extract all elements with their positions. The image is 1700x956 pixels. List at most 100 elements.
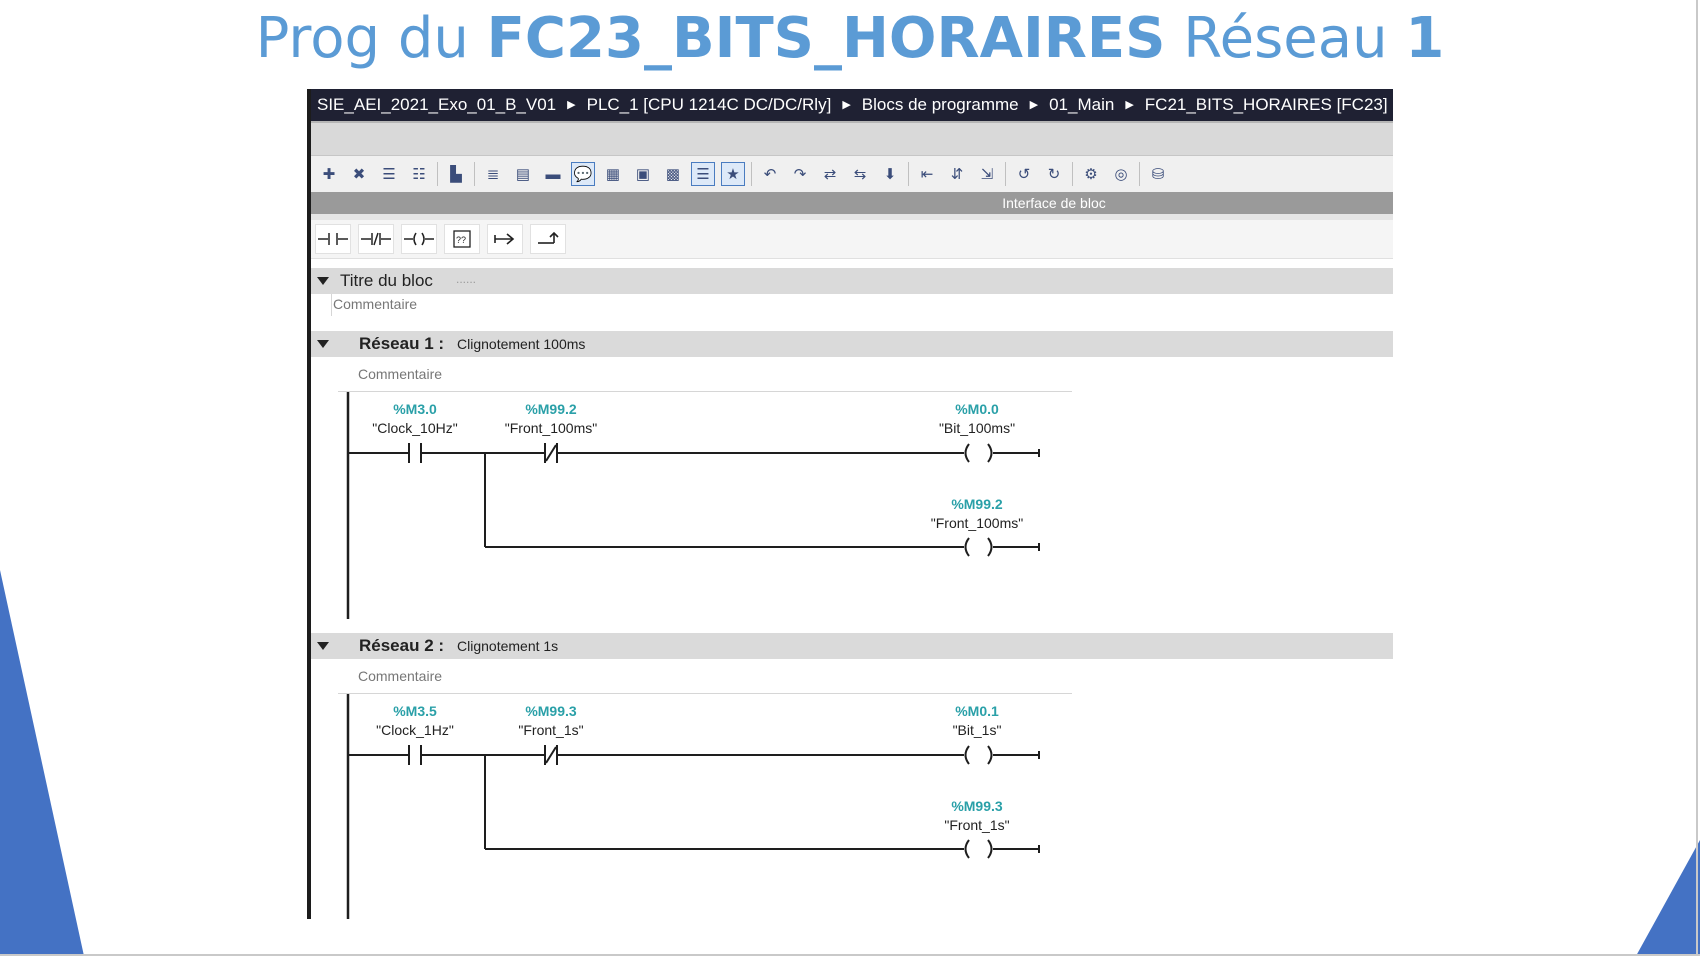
tia-portal-screenshot: SIE_AEI_2021_Exo_01_B_V01 ▶ PLC_1 [CPU 121… — [307, 89, 1393, 919]
next-error-icon[interactable]: ↷ — [793, 166, 807, 183]
download-icon[interactable]: ⬇ — [883, 166, 897, 183]
title-network-number: 1 — [1405, 6, 1445, 71]
contact-2-slash — [545, 746, 557, 764]
breadcrumb-block[interactable]: FC21_BITS_HORAIRES [FC23] — [1144, 95, 1388, 114]
network-1-header[interactable]: Réseau 1 : Clignotement 100ms — [311, 331, 1393, 357]
toolbar-divider — [437, 162, 438, 186]
breadcrumb-folder[interactable]: Blocs de programme — [861, 95, 1019, 114]
sort-icon[interactable]: ⇵ — [950, 166, 964, 183]
monitor-icon[interactable]: ⚙ — [1084, 166, 1098, 183]
favorites-icon[interactable]: ▤ — [515, 166, 531, 183]
open-networks-dropdown-icon[interactable]: ▩ — [665, 166, 681, 183]
networks-open-icon[interactable]: ▬ — [545, 165, 561, 183]
title-mid: Réseau — [1165, 6, 1406, 71]
undo-icon[interactable]: ↺ — [1017, 166, 1031, 183]
delete-network-icon[interactable]: ✖ — [352, 166, 366, 183]
coil-1-address: %M0.0 — [955, 401, 999, 417]
block-comment[interactable]: Commentaire — [333, 296, 418, 312]
coil-1-symbol: "Bit_1s" — [953, 722, 1002, 738]
network-2-label: Réseau 2 : — [359, 636, 445, 655]
breadcrumb-arrow-icon: ▶ — [1125, 99, 1134, 111]
toolbar-divider — [1072, 162, 1073, 186]
contact-1-address: %M3.0 — [393, 401, 437, 417]
toolbar-divider — [1139, 162, 1140, 186]
reset-start-value-icon[interactable]: ▙ — [450, 166, 462, 183]
monitor-glasses-icon[interactable]: ◎ — [1114, 166, 1128, 183]
compare-icon[interactable]: ⇄ — [823, 166, 837, 183]
ladder-elements-toolbar: ?? — [311, 220, 1393, 259]
nc-contact-icon[interactable] — [358, 224, 394, 254]
breadcrumb-plc[interactable]: PLC_1 [CPU 1214C DC/DC/Rly] — [586, 95, 832, 114]
absolute-operands-icon[interactable]: ≣ — [486, 166, 500, 183]
contact-2-slash — [545, 444, 557, 462]
slide-title: Prog du FC23_BITS_HORAIRES Réseau 1 — [0, 6, 1700, 71]
toolbar-divider — [908, 162, 909, 186]
comment-divider — [338, 391, 1072, 392]
open-branch-icon[interactable] — [487, 224, 523, 254]
indent-icon[interactable]: ⇤ — [920, 166, 934, 183]
network-2-ladder: %M3.5"Clock_1Hz"%M99.3"Front_1s"%M0.1"Bi… — [346, 694, 1040, 919]
collapse-triangle-icon[interactable] — [317, 277, 329, 285]
compare-offline-icon[interactable]: ⇆ — [853, 166, 867, 183]
highlight-icon[interactable]: ★ — [721, 162, 745, 186]
network-1-label: Réseau 1 : — [359, 334, 445, 353]
network-1-ladder: %M3.0"Clock_10Hz"%M99.2"Front_100ms"%M0.… — [346, 392, 1040, 619]
toolbar-divider — [751, 162, 752, 186]
editor-toolbar: ✚ ✖ ☰ ☷ ▙ ≣ ▤ ▬ 💬 ▦ ▣ ▩ ☰ ★ ↶ ↷ ⇄ ⇆ ⬇ ⇤ … — [311, 155, 1393, 192]
title-prefix: Prog du — [255, 6, 487, 71]
block-title-header[interactable]: Titre du bloc ...... — [311, 268, 1393, 294]
close-branch-icon[interactable] — [530, 224, 566, 254]
coil-2-left-arc[interactable] — [964, 537, 970, 557]
contact-2-address: %M99.3 — [525, 703, 577, 719]
breadcrumb-arrow-icon: ▶ — [567, 99, 576, 111]
block-interface-bar[interactable]: Interface de bloc — [311, 192, 1393, 214]
title-block-name: FC23_BITS_HORAIRES — [486, 6, 1166, 71]
network-zoom-dropdown-icon[interactable]: ▣ — [635, 166, 651, 183]
insert-row-icon[interactable]: ☰ — [382, 166, 396, 183]
interface-splitter[interactable] — [311, 214, 1393, 220]
coil-1-left-arc[interactable] — [964, 443, 970, 463]
list-view-icon[interactable]: ☰ — [691, 162, 715, 186]
contact-2-symbol: "Front_1s" — [518, 722, 583, 738]
coil-1-left-arc[interactable] — [964, 745, 970, 765]
comment-divider — [331, 294, 332, 316]
toolbar-divider — [1005, 162, 1006, 186]
breadcrumb-arrow-icon: ▶ — [842, 99, 851, 111]
go-to-error-icon[interactable]: ↶ — [763, 166, 777, 183]
network-2-title[interactable]: Clignotement 1s — [457, 638, 559, 654]
contact-2-symbol: "Front_100ms" — [505, 420, 597, 436]
expand-icon[interactable]: ⇲ — [980, 166, 994, 183]
coil-1-right-arc[interactable] — [987, 443, 993, 463]
block-title-dots: ...... — [456, 272, 477, 286]
svg-text:??: ?? — [456, 235, 466, 245]
coil-1-address: %M0.1 — [955, 703, 999, 719]
online-database-icon[interactable]: ⛁ — [1151, 166, 1165, 183]
contact-2-address: %M99.2 — [525, 401, 577, 417]
breadcrumb-subfolder[interactable]: 01_Main — [1049, 95, 1115, 114]
contact-1-symbol: "Clock_1Hz" — [376, 722, 454, 738]
coil-2-symbol: "Front_100ms" — [931, 515, 1023, 531]
redo-icon[interactable]: ↻ — [1047, 166, 1061, 183]
coil-2-address: %M99.2 — [951, 496, 1003, 512]
network-2-header[interactable]: Réseau 2 : Clignotement 1s — [311, 633, 1393, 659]
network-1-comment[interactable]: Commentaire — [358, 366, 443, 382]
breadcrumb-project[interactable]: SIE_AEI_2021_Exo_01_B_V01 — [317, 95, 557, 114]
append-row-icon[interactable]: ☷ — [412, 166, 426, 183]
coil-1-symbol: "Bit_100ms" — [939, 420, 1015, 436]
coil-2-left-arc[interactable] — [964, 839, 970, 859]
collapse-triangle-icon[interactable] — [317, 340, 329, 348]
block-interface-label: Interface de bloc — [1002, 195, 1106, 211]
network-2-comment[interactable]: Commentaire — [358, 668, 443, 684]
insert-network-icon[interactable]: ✚ — [322, 166, 336, 183]
network-1-title[interactable]: Clignotement 100ms — [457, 336, 586, 352]
coil-1-right-arc[interactable] — [987, 745, 993, 765]
collapse-triangle-icon[interactable] — [317, 642, 329, 650]
coil-icon[interactable] — [401, 224, 437, 254]
coil-2-right-arc[interactable] — [987, 839, 993, 859]
empty-box-icon[interactable]: ?? — [444, 224, 480, 254]
block-title-label: Titre du bloc — [340, 271, 433, 290]
coil-2-right-arc[interactable] — [987, 537, 993, 557]
network-view-dropdown-icon[interactable]: ▦ — [605, 166, 621, 183]
network-comments-icon[interactable]: 💬 — [571, 162, 595, 186]
no-contact-icon[interactable] — [315, 224, 351, 254]
